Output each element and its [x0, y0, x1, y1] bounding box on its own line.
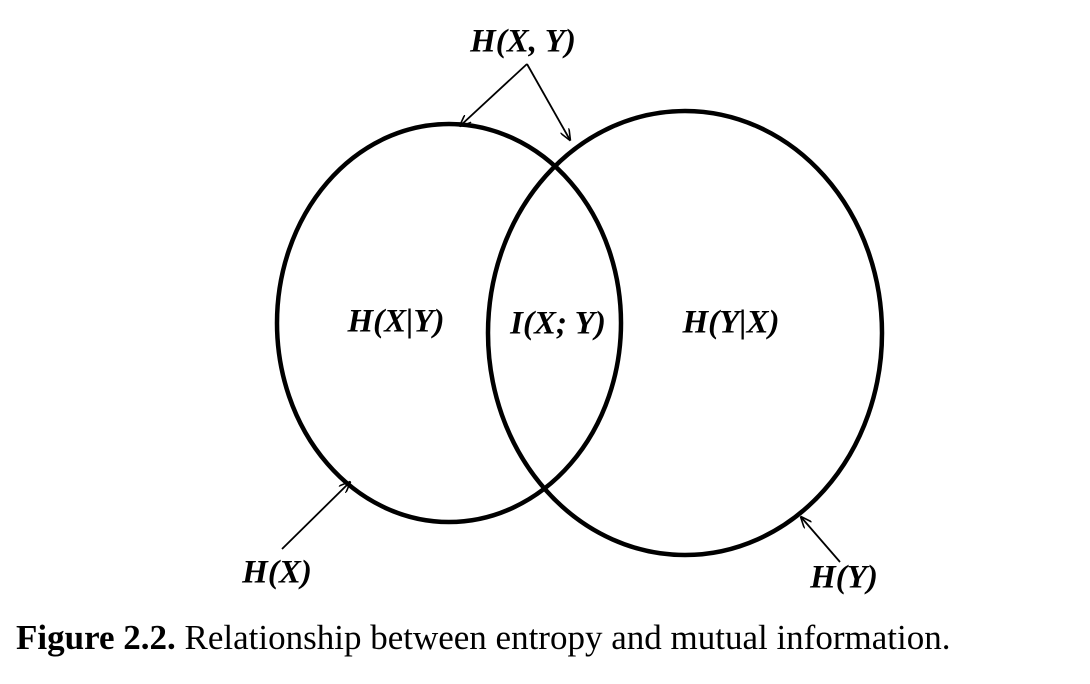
arrow-joint-entropy-left: [460, 63, 528, 126]
circle-h-y: [485, 108, 885, 558]
label-entropy-y: H(Y): [810, 559, 878, 596]
arrow-joint-entropy-right: [526, 63, 570, 140]
label-mutual-information: I(X; Y): [510, 305, 606, 342]
arrow-entropy-x: [281, 482, 350, 550]
label-entropy-x: H(X): [242, 554, 312, 591]
venn-diagram: [274, 63, 885, 563]
arrow-entropy-y: [801, 517, 841, 563]
label-joint-entropy: H(X, Y): [470, 23, 576, 60]
label-conditional-entropy-y-given-x: H(Y|X): [682, 304, 780, 341]
label-conditional-entropy-x-given-y: H(X|Y): [347, 303, 445, 340]
caption-text: Relationship between entropy and mutual …: [184, 618, 951, 657]
figure-caption: Figure 2.2. Relationship between entropy…: [16, 618, 1076, 658]
circle-h-x: [274, 121, 624, 525]
figure-number: Figure 2.2.: [16, 618, 176, 657]
